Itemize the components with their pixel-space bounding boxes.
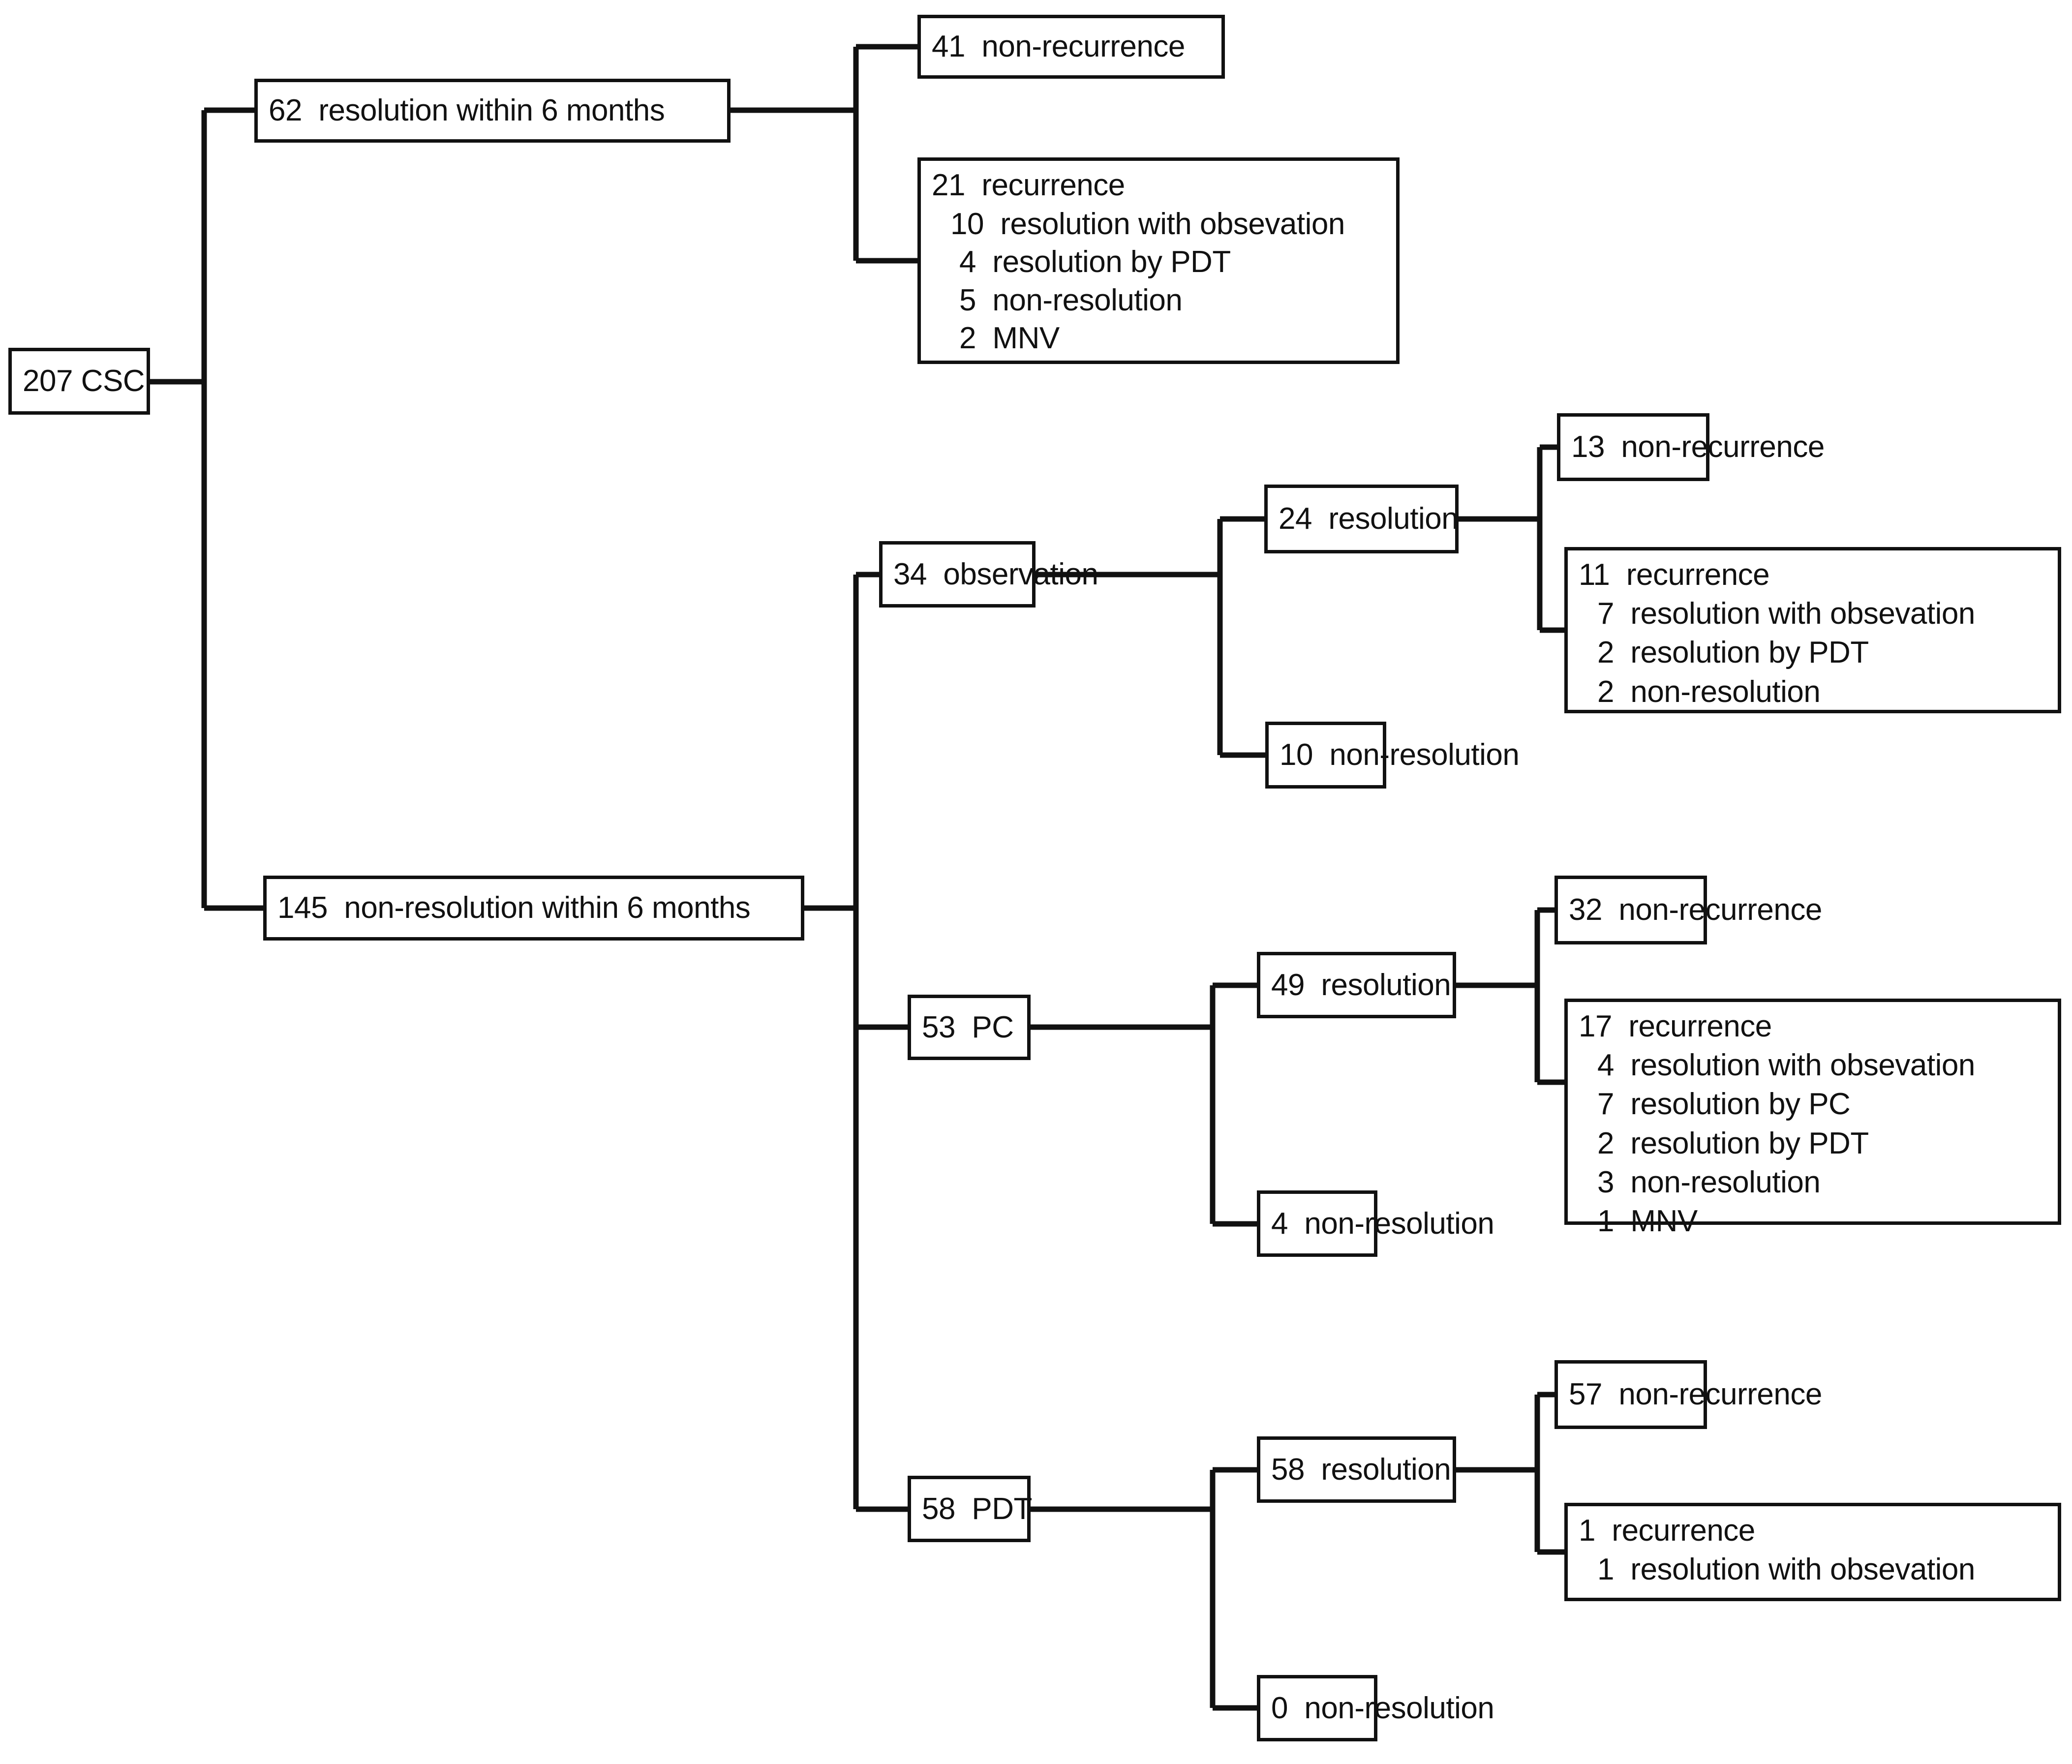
node-pdt-recurrence[interactable]: 1 recurrence 1 resolution with obsevatio…: [1564, 1503, 2061, 1601]
node-nonresolution-6m-label: 145 non-resolution within 6 months: [277, 891, 751, 925]
node-obs-nonrecurrence-label: 13 non-recurrence: [1571, 430, 1825, 464]
node-pc-recurrence-sub-3: 3 non-resolution: [1597, 1165, 1821, 1199]
node-obs-recurrence[interactable]: 11 recurrence 7 resolution with obsevati…: [1564, 547, 2061, 713]
node-pc-resolution[interactable]: 49 resolution: [1257, 952, 1456, 1018]
node-obs-nonresolution-label: 10 non-resolution: [1280, 738, 1520, 772]
node-root-csc[interactable]: 207 CSC: [8, 348, 150, 415]
node-pc-nonrecurrence-label: 32 non-recurrence: [1569, 893, 1822, 927]
node-pc-recurrence-head: 17 recurrence: [1579, 1009, 1772, 1043]
node-obs-resolution[interactable]: 24 resolution: [1264, 485, 1459, 553]
node-observation-label: 34 observation: [893, 557, 1098, 591]
node-pdt-recurrence-head: 1 recurrence: [1579, 1514, 1755, 1548]
node-root-csc-label: 207 CSC: [23, 364, 145, 398]
node-pc-recurrence-sub-2: 2 resolution by PDT: [1597, 1126, 1869, 1160]
node-pdt[interactable]: 58 PDT: [908, 1476, 1032, 1542]
node-pdt-nonrecurrence-label: 57 non-recurrence: [1569, 1377, 1822, 1412]
node-obs-recurrence-sub-0: 7 resolution with obsevation: [1597, 597, 1975, 631]
node-obs-nonresolution[interactable]: 10 non-resolution: [1265, 722, 1520, 789]
node-pdt-nonresolution[interactable]: 0 non-resolution: [1257, 1675, 1494, 1741]
node-pc-recurrence-sub-1: 7 resolution by PC: [1597, 1087, 1851, 1122]
node-pdt-resolution[interactable]: 58 resolution: [1257, 1436, 1456, 1503]
node-pc[interactable]: 53 PC: [908, 995, 1031, 1060]
node-pc-label: 53 PC: [922, 1010, 1014, 1044]
node-pc-nonrecurrence[interactable]: 32 non-recurrence: [1554, 876, 1822, 944]
node-r6-recurrence-sub-1: 4 resolution by PDT: [959, 245, 1231, 279]
node-pc-resolution-label: 49 resolution: [1271, 968, 1451, 1002]
node-r6-recurrence-sub-2: 5 non-resolution: [959, 283, 1183, 317]
node-r6-nonrecurrence-label: 41 non-recurrence: [932, 30, 1185, 64]
node-observation[interactable]: 34 observation: [879, 541, 1098, 608]
node-obs-recurrence-sub-2: 2 non-resolution: [1597, 674, 1821, 709]
node-r6-recurrence-sub-3: 2 MNV: [959, 321, 1060, 355]
node-pc-nonresolution-label: 4 non-resolution: [1271, 1206, 1494, 1241]
node-pc-nonresolution[interactable]: 4 non-resolution: [1257, 1190, 1494, 1257]
node-pc-recurrence[interactable]: 17 recurrence 4 resolution with obsevati…: [1564, 999, 2061, 1237]
node-pdt-resolution-label: 58 resolution: [1271, 1452, 1451, 1487]
node-r6-nonrecurrence[interactable]: 41 non-recurrence: [917, 15, 1225, 79]
node-r6-recurrence-sub-0: 10 resolution with obsevation: [950, 207, 1345, 242]
node-resolution-6m-label: 62 resolution within 6 months: [269, 93, 665, 128]
node-pdt-label: 58 PDT: [922, 1491, 1032, 1526]
node-resolution-6m[interactable]: 62 resolution within 6 months: [254, 79, 731, 143]
node-obs-resolution-label: 24 resolution: [1279, 502, 1459, 536]
node-obs-nonrecurrence[interactable]: 13 non-recurrence: [1557, 413, 1825, 481]
node-obs-recurrence-head: 11 recurrence: [1579, 558, 1770, 592]
node-r6-recurrence-head: 21 recurrence: [932, 168, 1125, 202]
node-pc-recurrence-sub-0: 4 resolution with obsevation: [1597, 1048, 1975, 1083]
node-pc-recurrence-sub-4: 1 MNV: [1597, 1204, 1698, 1239]
node-r6-recurrence[interactable]: 21 recurrence 10 resolution with obsevat…: [917, 157, 1400, 364]
node-pdt-recurrence-sub-0: 1 resolution with obsevation: [1597, 1552, 1975, 1587]
node-pdt-nonrecurrence[interactable]: 57 non-recurrence: [1554, 1360, 1822, 1429]
node-obs-recurrence-sub-1: 2 resolution by PDT: [1597, 636, 1869, 670]
node-pdt-nonresolution-label: 0 non-resolution: [1271, 1691, 1494, 1725]
node-nonresolution-6m[interactable]: 145 non-resolution within 6 months: [263, 876, 804, 941]
